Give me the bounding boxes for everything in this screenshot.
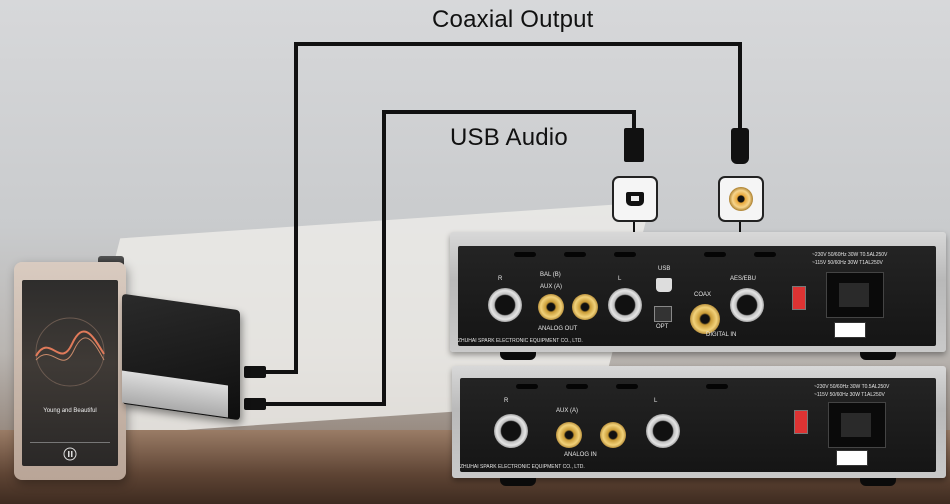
- analog-in-label: ANALOG IN: [564, 452, 597, 458]
- usb-plug: [624, 128, 644, 162]
- digital-in-label: DIGITAL IN: [706, 332, 737, 338]
- rca-in-left: [600, 422, 626, 448]
- opt-label: OPT: [656, 324, 669, 330]
- music-player-device: Young and Beautiful: [14, 262, 126, 480]
- player-screen: Young and Beautiful: [22, 280, 118, 466]
- coax-label: COAX: [694, 292, 712, 298]
- l-label: L: [654, 398, 658, 404]
- voltage-switch: [792, 286, 806, 310]
- usb-cable: [262, 110, 636, 406]
- power-inlet: [828, 402, 886, 448]
- power-spec-1: ~230V 50/60Hz 30W T0.5AL250V: [814, 384, 890, 390]
- xlr-out-left: [608, 288, 642, 322]
- opt-port: [654, 306, 672, 322]
- aux-label: AUX (A): [540, 284, 563, 290]
- waveform-graphic: [30, 317, 110, 461]
- rca-in-right: [556, 422, 582, 448]
- xlr-out-right: [488, 288, 522, 322]
- power-socket: [841, 413, 871, 437]
- xlr-in-right: [494, 414, 528, 448]
- power-socket: [839, 283, 869, 307]
- rca-out-right: [538, 294, 564, 320]
- usb-b-port: [656, 278, 672, 292]
- usb-audio-label: USB Audio: [450, 124, 568, 151]
- top-amplifier-unit: R BAL (B) L AUX (A) ANALOG OUT ZHUHAI SP…: [450, 232, 946, 352]
- analog-out-label: ANALOG OUT: [538, 326, 578, 332]
- l-label: L: [618, 276, 622, 282]
- power-spec-1: ~230V 50/60Hz 30W T0.5AL250V: [812, 252, 888, 258]
- unit-foot: [860, 478, 896, 486]
- warning-label: [834, 322, 866, 338]
- usb-label: USB: [658, 266, 671, 272]
- warning-label: [836, 450, 868, 466]
- r-label: R: [498, 276, 503, 282]
- aux-label: AUX (A): [556, 408, 579, 414]
- usb-b-port-icon: [626, 192, 644, 206]
- rca-out-left: [572, 294, 598, 320]
- vent-slot: [616, 384, 638, 389]
- xlr-in-left: [646, 414, 680, 448]
- rca-port-icon: [729, 187, 753, 211]
- usb-port-callout: [612, 176, 658, 222]
- usb-c-plug-top: [244, 366, 266, 378]
- coax-plug: [731, 128, 749, 164]
- bottom-rear-panel: R L AUX (A) ANALOG IN ZHUHAI SPARK ELECT…: [460, 378, 936, 472]
- power-spec-2: ~115V 50/60Hz 30W T1AL250V: [812, 260, 883, 266]
- vent-slot: [754, 252, 776, 257]
- vent-slot: [564, 252, 586, 257]
- vent-slot: [514, 252, 536, 257]
- top-rear-panel: R BAL (B) L AUX (A) ANALOG OUT ZHUHAI SP…: [458, 246, 936, 346]
- power-inlet: [826, 272, 884, 318]
- coax-port-callout: [718, 176, 764, 222]
- company-label: ZHUHAI SPARK ELECTRONIC EQUIPMENT CO., L…: [460, 464, 585, 470]
- company-label: ZHUHAI SPARK ELECTRONIC EQUIPMENT CO., L…: [458, 338, 583, 344]
- vent-slot: [614, 252, 636, 257]
- usb-c-plug-bottom: [244, 398, 266, 410]
- voltage-switch: [794, 410, 808, 434]
- aes-ebu-label: AES/EBU: [730, 276, 757, 282]
- vent-slot: [704, 252, 726, 257]
- song-title: Young and Beautiful: [43, 408, 97, 414]
- bottom-amplifier-unit: R L AUX (A) ANALOG IN ZHUHAI SPARK ELECT…: [452, 366, 946, 478]
- r-label: R: [504, 398, 509, 404]
- power-spec-2: ~115V 50/60Hz 30W T1AL250V: [814, 392, 885, 398]
- vent-slot: [566, 384, 588, 389]
- unit-foot: [860, 352, 896, 360]
- unit-foot: [500, 478, 536, 486]
- vent-slot: [706, 384, 728, 389]
- aes-ebu-port: [730, 288, 764, 322]
- coaxial-output-label: Coaxial Output: [432, 6, 594, 33]
- vent-slot: [516, 384, 538, 389]
- bal-label: BAL (B): [540, 272, 561, 278]
- unit-foot: [500, 352, 536, 360]
- coax-in-port: [690, 304, 720, 334]
- coaxial-cable: [262, 42, 742, 374]
